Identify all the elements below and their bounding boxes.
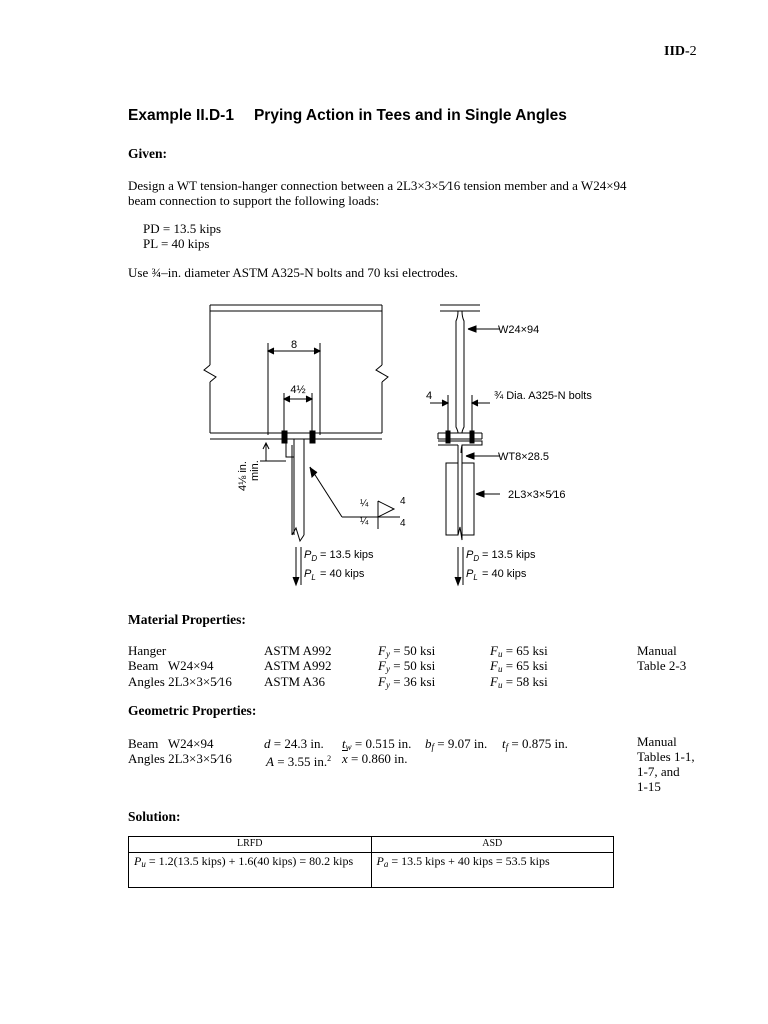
geometric-d: d = 24.3 in. <box>264 736 324 751</box>
material-row-1-fy: Fy = 50 ksi <box>378 658 436 674</box>
dim-4half-label: 4½ <box>290 384 305 396</box>
material-row-1-member: Beam W24×94 <box>128 658 214 673</box>
right-pd-symbol: PD <box>466 549 479 563</box>
geometric-note: Manual Tables 1-1, 1-7, and 1-15 <box>637 734 695 794</box>
right-pl-value: = 40 kips <box>482 568 527 580</box>
beam-label: W24×94 <box>498 324 539 336</box>
min-dimension-label: 4⅛ in. <box>237 461 249 491</box>
live-load: PL = 40 kips <box>143 236 210 251</box>
example-number: Example II.D-1 <box>128 107 234 124</box>
wt-label: WT8×28.5 <box>498 451 549 463</box>
angle-break-left <box>291 526 305 543</box>
solution-table: LRFD ASD Pu = 1.2(13.5 kips) + 1.6(40 ki… <box>128 836 614 888</box>
weld-size-bottom: ¼ <box>360 515 369 527</box>
geometric-xbar: x = 0.860 in. <box>342 751 408 766</box>
example-title: Example II.D-1 Prying Action in Tees and … <box>128 107 567 125</box>
geometric-note-2: Tables 1-1, <box>637 749 695 764</box>
right-pl-symbol: PL <box>466 568 478 582</box>
beam-break-left <box>203 364 217 383</box>
material-row-2-fy: Fy = 36 ksi <box>378 674 436 690</box>
geometric-note-1: Manual <box>637 734 677 749</box>
lrfd-equation: = 1.2(13.5 kips) + 1.6(40 kips) = 80.2 k… <box>148 854 354 868</box>
geometric-bf: bf = 9.07 in. <box>425 736 488 752</box>
min-label: min. <box>249 460 261 481</box>
asd-equation: = 13.5 kips + 40 kips = 53.5 kips <box>391 854 550 868</box>
solution-heading: Solution: <box>128 809 181 824</box>
material-row-0-fy: Fy = 50 ksi <box>378 643 436 659</box>
material-note: Manual Table 2-3 <box>637 643 686 673</box>
angle-break-right <box>457 526 463 541</box>
material-note-1: Manual <box>637 643 677 658</box>
dim-8-label: 8 <box>291 339 297 351</box>
geometric-angles: Angles 2L3×3×5⁄16 <box>128 751 232 766</box>
material-row-0-spec: ASTM A992 <box>264 643 332 658</box>
weld-length-bottom: 4 <box>400 518 406 529</box>
lrfd-header: LRFD <box>128 836 372 853</box>
given-heading: Given: <box>128 146 167 161</box>
material-row-0-fu: Fu = 65 ksi <box>490 643 548 659</box>
material-row-2-member: Angles 2L3×3×5⁄16 <box>128 674 232 689</box>
left-pd-symbol: PD <box>304 549 317 563</box>
given-paragraph: Design a WT tension-hanger connection be… <box>128 178 648 208</box>
left-pl-value: = 40 kips <box>320 568 365 580</box>
page-number: IID-2 <box>664 44 697 60</box>
left-pl-symbol: PL <box>304 568 316 582</box>
geometric-note-3: 1-7, and <box>637 764 680 779</box>
material-row-1-fu: Fu = 65 ksi <box>490 658 548 674</box>
geometric-tw: tw = 0.515 in. <box>342 736 412 752</box>
asd-cell: Pa = 13.5 kips + 40 kips = 53.5 kips <box>370 852 614 888</box>
page-prefix: IID- <box>664 44 690 59</box>
bolts-label: ¾ Dia. A325-N bolts <box>494 390 592 402</box>
asd-header: ASD <box>370 836 614 853</box>
left-pd-value: = 13.5 kips <box>320 549 374 561</box>
right-pd-value: = 13.5 kips <box>482 549 536 561</box>
connection-figure: 8 4½ 4⅛ in. min. ¼ ¼ 4 4 PD = 13.5 kips … <box>203 304 592 587</box>
given-line-1: Design a WT tension-hanger connection be… <box>128 178 627 193</box>
material-row-2-fu: Fu = 58 ksi <box>490 674 548 690</box>
bolts-spec: Use ¾–in. diameter ASTM A325-N bolts and… <box>128 265 459 280</box>
geometric-heading: Geometric Properties: <box>128 703 257 718</box>
geometric-tf: tf = 0.875 in. <box>502 736 568 752</box>
beam-break-right <box>375 364 389 383</box>
example-heading: Prying Action in Tees and in Single Angl… <box>253 107 567 124</box>
angles-label: 2L3×3×5⁄16 <box>508 489 566 501</box>
geometric-A: A = 3.55 in.2 <box>266 754 332 769</box>
given-line-2: beam connection to support the following… <box>128 193 380 208</box>
weld-size-top: ¼ <box>360 497 369 509</box>
dead-load: PD = 13.5 kips <box>143 221 222 236</box>
dim-4-label: 4 <box>426 390 432 402</box>
geometric-beam: Beam W24×94 <box>128 736 214 751</box>
material-note-2: Table 2-3 <box>637 658 687 673</box>
lrfd-cell: Pu = 1.2(13.5 kips) + 1.6(40 kips) = 80.… <box>128 852 372 888</box>
geometric-note-4: 1-15 <box>637 779 661 794</box>
material-heading: Material Properties: <box>128 612 246 627</box>
page-num: 2 <box>689 44 697 59</box>
material-row-0-member: Hanger <box>128 643 167 658</box>
material-row-1-spec: ASTM A992 <box>264 658 332 673</box>
weld-length-top: 4 <box>400 496 406 507</box>
material-row-2-spec: ASTM A36 <box>264 674 326 689</box>
